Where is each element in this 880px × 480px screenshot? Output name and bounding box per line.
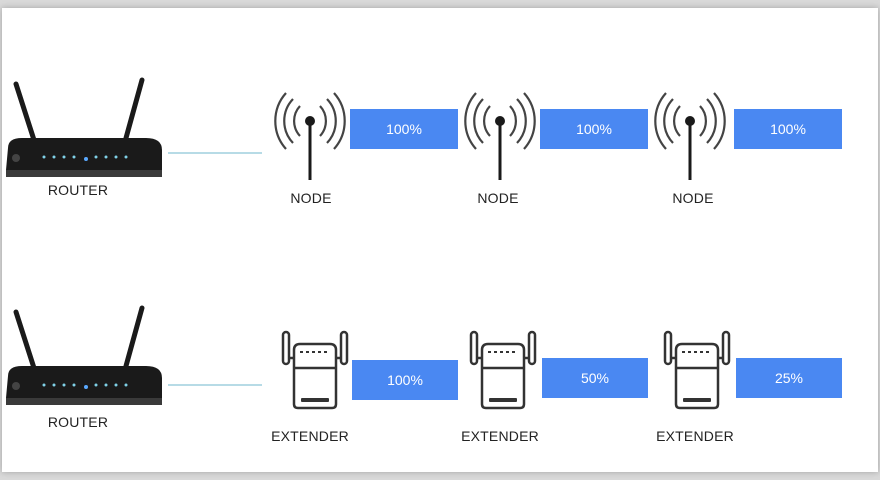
node-label: NODE (477, 190, 519, 206)
antenna-broadcast-icon (464, 92, 536, 180)
wifi-extender-icon (469, 330, 537, 410)
wifi-router-icon (6, 77, 162, 177)
router-label: ROUTER (47, 414, 109, 430)
signal-bar: 100% (350, 109, 458, 149)
node-label: NODE (290, 190, 332, 206)
connection-line (168, 384, 262, 386)
signal-bar: 50% (542, 358, 648, 398)
extender-label: EXTENDER (271, 428, 349, 444)
signal-bar: 25% (736, 358, 842, 398)
node-label: NODE (672, 190, 714, 206)
wifi-router-icon (6, 305, 162, 405)
signal-bar: 100% (540, 109, 648, 149)
router-label: ROUTER (47, 182, 109, 198)
antenna-broadcast-icon (654, 92, 726, 180)
signal-bar: 100% (352, 360, 458, 400)
antenna-broadcast-icon (274, 92, 346, 180)
connection-line (168, 152, 262, 154)
extender-label: EXTENDER (461, 428, 539, 444)
signal-bar: 100% (734, 109, 842, 149)
wifi-extender-icon (281, 330, 349, 410)
diagram-frame: ROUTER NODE 100% NODE 100% (2, 8, 878, 472)
extender-label: EXTENDER (656, 428, 734, 444)
wifi-extender-icon (663, 330, 731, 410)
